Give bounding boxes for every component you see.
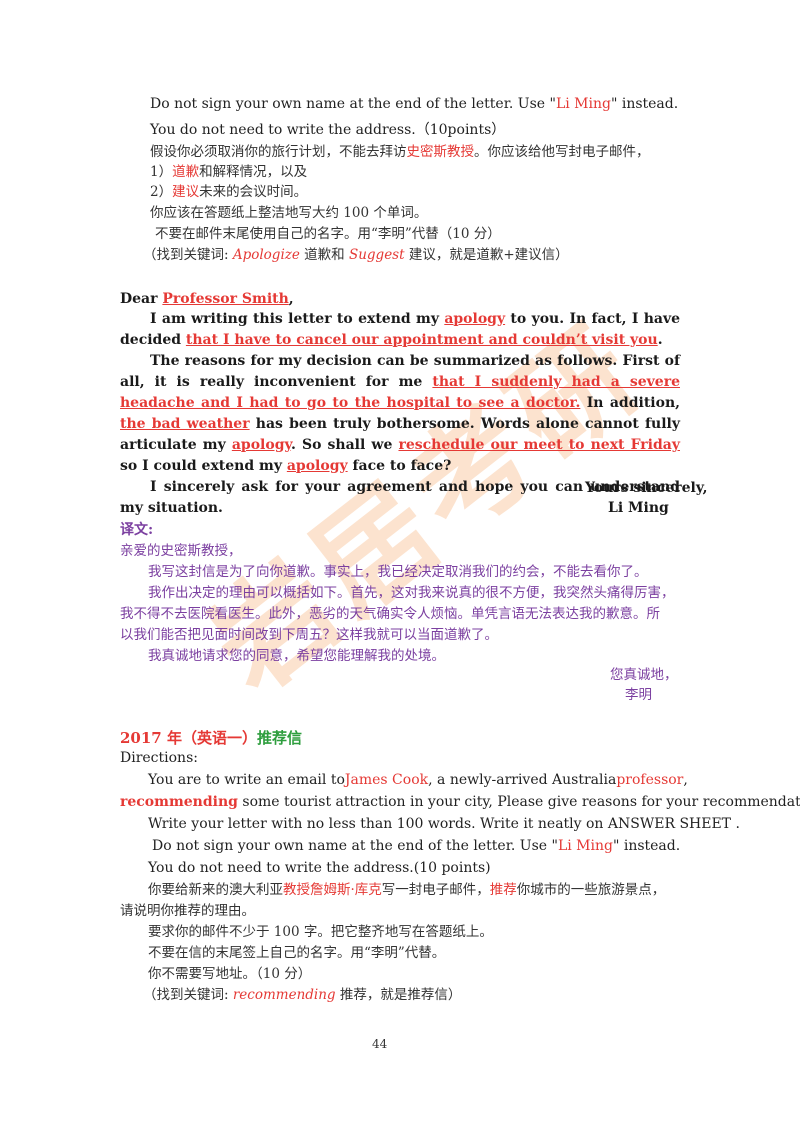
cn-direction-1: 假设你必须取消你的旅行计划，不能去拜访史密斯教授。你应该给他写封电子邮件， bbox=[150, 144, 650, 160]
cn-direction-3: 2）建议未来的会议时间。 bbox=[150, 184, 308, 200]
keyword-note-2017: （找到关键词: recommending 推荐，就是推荐信） bbox=[143, 987, 462, 1003]
translation-line-5: 我真诚地请求您的同意，希望您能理解我的处境。 bbox=[148, 648, 445, 664]
translation-line-2: 我作出决定的理由可以概括如下。首先，这对我来说真的很不方便，我突然头痛得厉害， bbox=[148, 585, 675, 601]
letter-body: I am writing this letter to extend my ap… bbox=[120, 309, 680, 519]
direction-line-address: You do not need to write the address.（10… bbox=[150, 122, 506, 138]
letter-closing: Yours sincerely, bbox=[585, 480, 708, 496]
translation-signature: 李明 bbox=[625, 687, 652, 703]
letter-paragraph-3: I sincerely ask for your agreement and h… bbox=[120, 479, 680, 516]
translation-line-3: 我不得不去医院看医生。此外，恶劣的天气确实令人烦恼。单凭言语无法表达我的歉意。所 bbox=[120, 606, 660, 622]
direction-2017-line-5: You do not need to write the address.(10… bbox=[148, 860, 491, 876]
translation-line-1: 我写这封信是为了向你道歉。事实上，我已经决定取消我们的约会，不能去看你了。 bbox=[148, 564, 648, 580]
page-number: 44 bbox=[372, 1037, 388, 1051]
keyword-note: （找到关键词: Apologize 道歉和 Suggest 建议，就是道歉+建议… bbox=[143, 247, 569, 263]
translation-line-4: 以我们能否把见面时间改到下周五？这样我就可以当面道歉了。 bbox=[120, 627, 498, 643]
cn-direction-5: 不要在邮件末尾使用自己的名字。用“李明”代替（10 分） bbox=[155, 226, 501, 242]
cn-direction-2017-2: 请说明你推荐的理由。 bbox=[120, 903, 255, 919]
cn-direction-2017-4: 不要在信的末尾签上自己的名字。用“李明”代替。 bbox=[148, 945, 446, 961]
direction-2017-line-2: recommending some tourist attraction in … bbox=[120, 794, 800, 810]
direction-2017-line-1: You are to write an email to James Cook,… bbox=[148, 772, 688, 788]
cn-direction-4: 你应该在答题纸上整洁地写大约 100 个单词。 bbox=[150, 205, 428, 221]
cn-direction-2017-1: 你要给新来的澳大利亚教授詹姆斯·库克写一封电子邮件，推荐你城市的一些旅游景点， bbox=[148, 882, 666, 898]
letter-paragraph-2: The reasons for my decision can be summa… bbox=[120, 353, 680, 474]
translation-greeting: 亲爱的史密斯教授， bbox=[120, 543, 242, 559]
cn-direction-2017-3: 要求你的邮件不少于 100 字。把它整齐地写在答题纸上。 bbox=[148, 924, 493, 940]
letter-greeting: Dear Professor Smith, bbox=[120, 291, 294, 307]
direction-line-sign: Do not sign your own name at the end of … bbox=[150, 96, 679, 112]
translation-label: 译文: bbox=[120, 522, 154, 538]
translation-closing: 您真诚地， bbox=[610, 667, 678, 683]
direction-2017-line-3: Write your letter with no less than 100 … bbox=[148, 816, 740, 832]
cn-direction-2017-5: 你不需要写地址。（10 分） bbox=[148, 966, 312, 982]
letter-paragraph-1: I am writing this letter to extend my ap… bbox=[120, 311, 681, 348]
directions-label: Directions: bbox=[120, 750, 198, 766]
section-heading-2017: 2017 年（英语一）推荐信 bbox=[120, 729, 303, 747]
direction-2017-line-4: Do not sign your own name at the end of … bbox=[152, 838, 681, 854]
letter-signature: Li Ming bbox=[608, 500, 669, 516]
cn-direction-2: 1）道歉和解释情况，以及 bbox=[150, 164, 308, 180]
